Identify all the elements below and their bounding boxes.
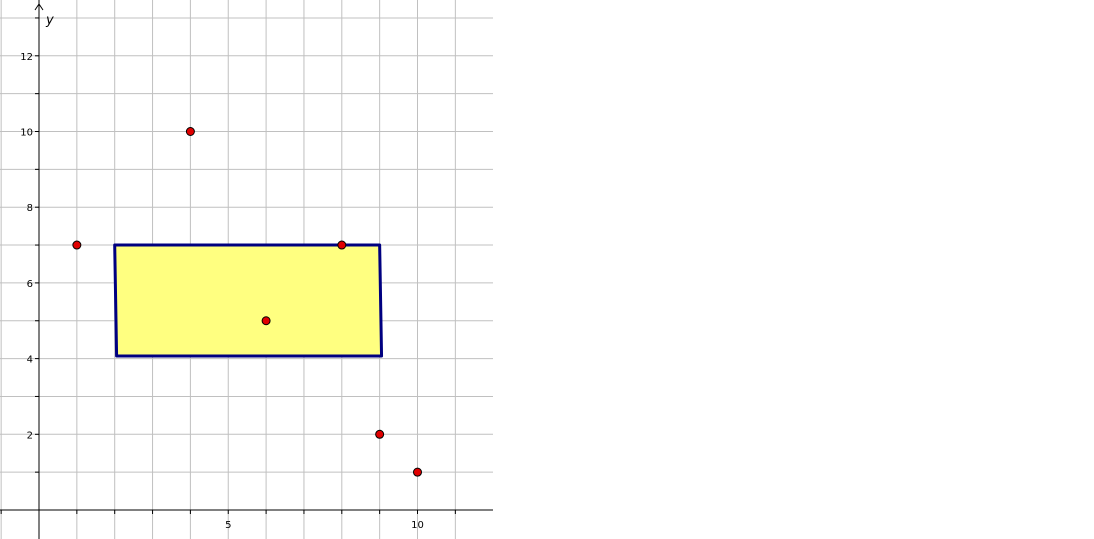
point[interactable] [375, 429, 385, 439]
x-tick-label: 10 [411, 520, 424, 531]
point[interactable] [413, 467, 422, 477]
y-tick-label: 8 [27, 203, 33, 214]
points-layer[interactable] [72, 127, 422, 477]
quadrilateral-shape[interactable] [113, 243, 384, 358]
tick-labels: 5 10 2 4 6 8 10 12 [20, 52, 424, 531]
point[interactable] [261, 316, 271, 326]
y-tick-label: 10 [20, 128, 33, 139]
y-tick-label: 12 [20, 52, 33, 63]
y-tick-label: 4 [27, 355, 33, 366]
y-tick-label: 2 [27, 430, 33, 441]
y-axis-arrow [34, 3, 44, 11]
point[interactable] [337, 240, 347, 250]
polygon-layer [113, 243, 384, 358]
axes [0, 0, 493, 539]
point[interactable] [185, 127, 195, 136]
point[interactable] [72, 240, 82, 250]
y-axis-label: y [45, 13, 54, 28]
x-tick-label: 5 [225, 520, 231, 531]
y-tick-label: 6 [27, 279, 33, 290]
